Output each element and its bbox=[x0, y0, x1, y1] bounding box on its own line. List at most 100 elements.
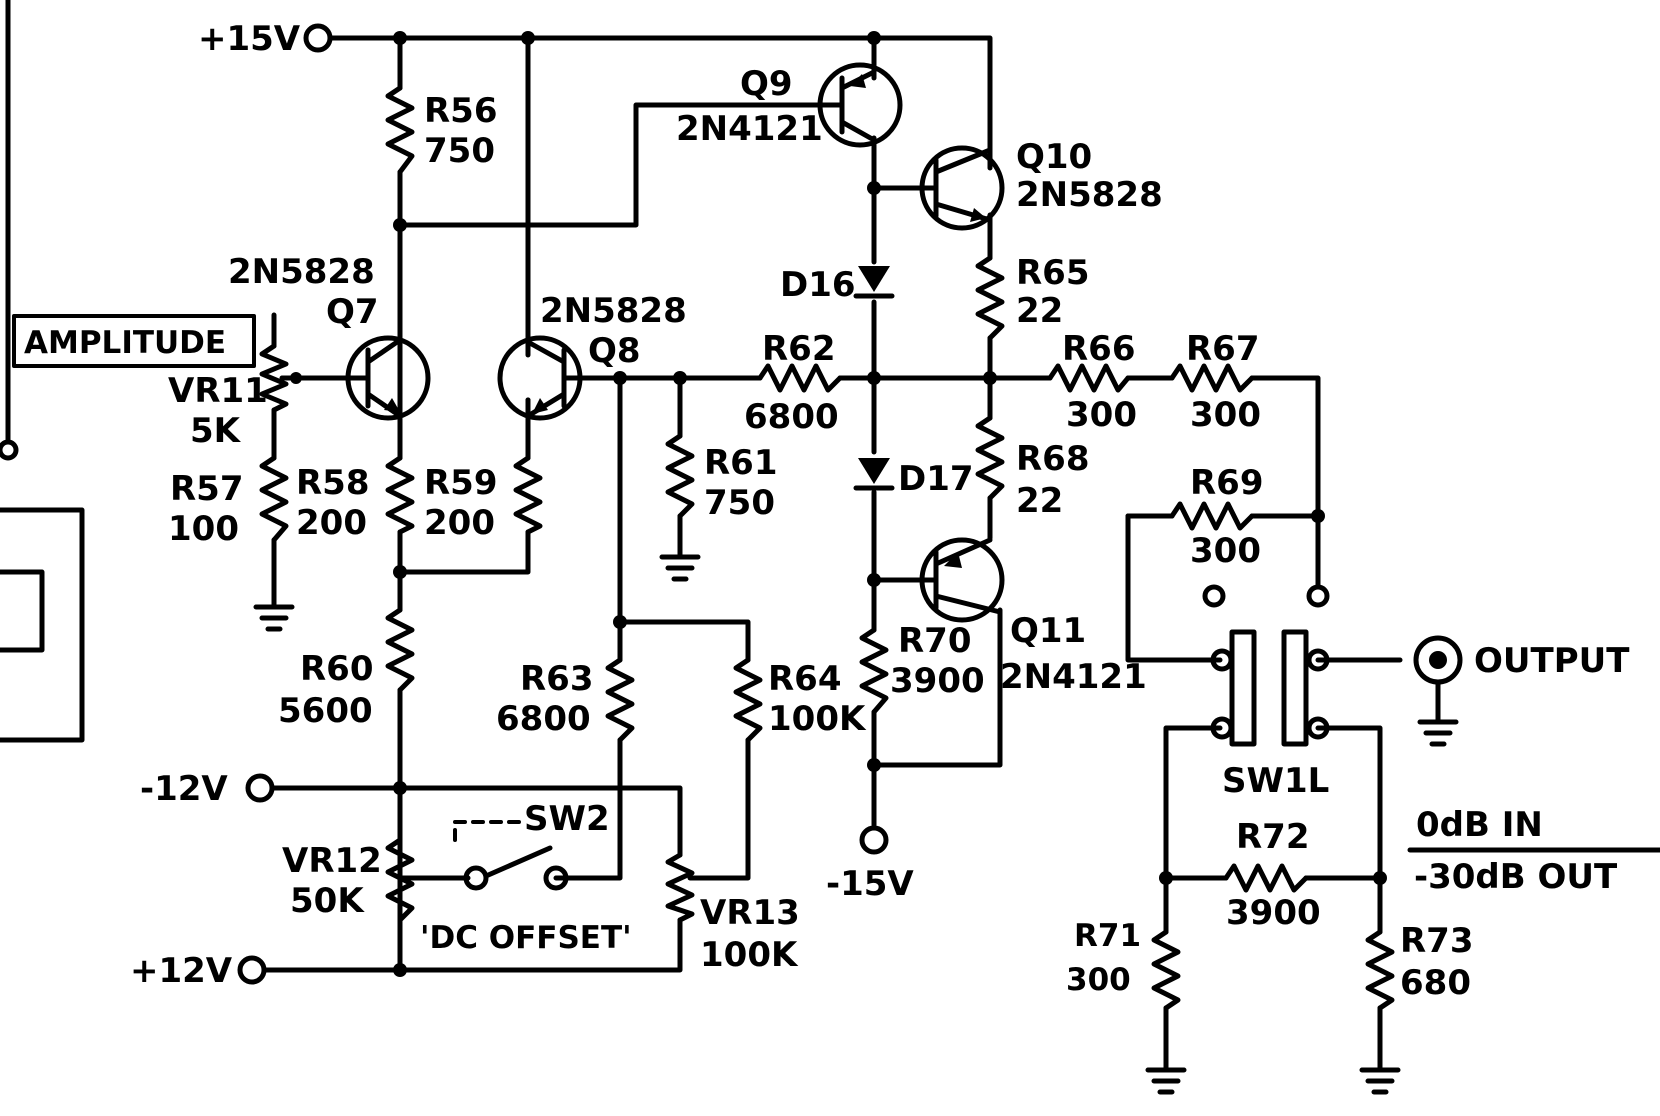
q11-ref: Q11 bbox=[1010, 611, 1086, 651]
sw2-contact-a bbox=[463, 865, 489, 891]
q8-symbol bbox=[497, 335, 583, 421]
wires bbox=[0, 0, 1660, 1071]
pos12-terminal bbox=[237, 955, 267, 985]
r69-symbol bbox=[1169, 501, 1255, 531]
r58-ref: R58 bbox=[296, 463, 370, 503]
grounds bbox=[253, 554, 1459, 1095]
r60-symbol bbox=[385, 607, 415, 693]
resistors bbox=[259, 85, 1395, 1011]
q7-ref: Q7 bbox=[326, 292, 379, 332]
r57-symbol bbox=[259, 455, 289, 543]
r59-val: 200 bbox=[424, 503, 495, 543]
output-jack bbox=[1413, 635, 1463, 685]
output-label: OUTPUT bbox=[1474, 641, 1630, 681]
r67-symbol bbox=[1169, 363, 1255, 393]
rail-neg12-label: -12V bbox=[140, 769, 228, 809]
q11-part: 2N4121 bbox=[1000, 657, 1147, 697]
r65-val: 22 bbox=[1016, 291, 1063, 331]
r62-ref: R62 bbox=[762, 329, 836, 369]
d16-symbol bbox=[853, 266, 895, 299]
r63-symbol bbox=[605, 657, 635, 743]
ground-r61 bbox=[659, 554, 701, 582]
r67-ref: R67 bbox=[1186, 329, 1260, 369]
r71-val: 300 bbox=[1066, 962, 1131, 998]
ground-r73 bbox=[1359, 1067, 1401, 1095]
r61-ref: R61 bbox=[704, 443, 778, 483]
r69-val: 300 bbox=[1190, 531, 1261, 571]
q10-ref: Q10 bbox=[1016, 137, 1092, 177]
mode-top-label: 0dB IN bbox=[1416, 805, 1543, 845]
r59-symbol bbox=[513, 455, 543, 535]
rail-pos12-label: +12V bbox=[130, 951, 233, 991]
junctions bbox=[290, 31, 1387, 977]
r60-ref: R60 bbox=[300, 649, 374, 689]
q7-symbol bbox=[345, 312, 431, 421]
r68-ref: R68 bbox=[1016, 439, 1090, 479]
r70-ref: R70 bbox=[898, 621, 972, 661]
sw1l-symbol bbox=[1210, 629, 1330, 747]
q8-ref: Q8 bbox=[588, 331, 641, 371]
r72-ref: R72 bbox=[1236, 817, 1310, 857]
ground-r71 bbox=[1145, 1067, 1187, 1095]
q10-symbol bbox=[919, 145, 1005, 231]
r68-symbol bbox=[975, 415, 1005, 501]
pos15-terminal bbox=[303, 23, 333, 53]
r56-ref: R56 bbox=[424, 91, 498, 131]
vr11-symbol bbox=[259, 343, 289, 413]
r73-symbol bbox=[1365, 929, 1395, 1011]
q10-part: 2N5828 bbox=[1016, 175, 1163, 215]
sw2-contact-b bbox=[543, 865, 569, 891]
rail-neg15-label: -15V bbox=[826, 864, 914, 904]
amplitude-box bbox=[12, 314, 256, 368]
r72-symbol bbox=[1223, 863, 1309, 893]
r66-val: 300 bbox=[1066, 395, 1137, 435]
r70-val: 3900 bbox=[890, 661, 985, 701]
vr12-val: 50K bbox=[290, 881, 365, 921]
r58-symbol bbox=[385, 455, 415, 535]
r63-ref: R63 bbox=[520, 659, 594, 699]
r62-val: 6800 bbox=[744, 397, 839, 437]
vr11-ref: VR11 bbox=[168, 371, 268, 411]
labels: +15V -12V +12V -15V AMPLITUDE 'DC OFFSET… bbox=[24, 19, 1630, 1003]
sw2-label: SW2 bbox=[524, 799, 610, 839]
r65-ref: R65 bbox=[1016, 253, 1090, 293]
vr13-symbol bbox=[665, 852, 695, 923]
q8-part: 2N5828 bbox=[540, 291, 687, 331]
d16-label: D16 bbox=[780, 265, 856, 305]
sw1l-label: SW1L bbox=[1222, 761, 1329, 801]
r62-symbol bbox=[757, 363, 843, 393]
r61-val: 750 bbox=[704, 483, 775, 523]
vr12-ref: VR12 bbox=[282, 841, 382, 881]
d17-label: D17 bbox=[898, 459, 974, 499]
r71-symbol bbox=[1151, 929, 1181, 1011]
terminals bbox=[0, 23, 1463, 985]
r72-val: 3900 bbox=[1226, 893, 1321, 933]
r73-ref: R73 bbox=[1400, 921, 1474, 961]
q9-part: 2N4121 bbox=[676, 109, 823, 149]
r68-val: 22 bbox=[1016, 481, 1063, 521]
q7-part: 2N5828 bbox=[228, 252, 375, 292]
r66-ref: R66 bbox=[1062, 329, 1136, 369]
r60-val: 5600 bbox=[278, 691, 373, 731]
amplitude-label: AMPLITUDE bbox=[24, 325, 226, 361]
ground-output bbox=[1417, 719, 1459, 747]
r57-val: 100 bbox=[168, 509, 239, 549]
r61-symbol bbox=[665, 433, 695, 519]
vr13-val: 100K bbox=[700, 935, 799, 975]
r66-symbol bbox=[1047, 363, 1131, 393]
r64-val: 100K bbox=[768, 699, 867, 739]
q9-ref: Q9 bbox=[740, 64, 793, 104]
r71-ref: R71 bbox=[1074, 918, 1141, 954]
r63-val: 6800 bbox=[496, 699, 591, 739]
vr11-val: 5K bbox=[190, 411, 242, 451]
neg12-terminal bbox=[245, 773, 275, 803]
r67-val: 300 bbox=[1190, 395, 1261, 435]
r59-ref: R59 bbox=[424, 463, 498, 503]
r64-ref: R64 bbox=[768, 659, 842, 699]
r70-symbol bbox=[859, 627, 889, 715]
vr13-ref: VR13 bbox=[700, 893, 800, 933]
diodes bbox=[853, 266, 895, 491]
transistors bbox=[345, 62, 1005, 623]
r56-val: 750 bbox=[424, 131, 495, 171]
